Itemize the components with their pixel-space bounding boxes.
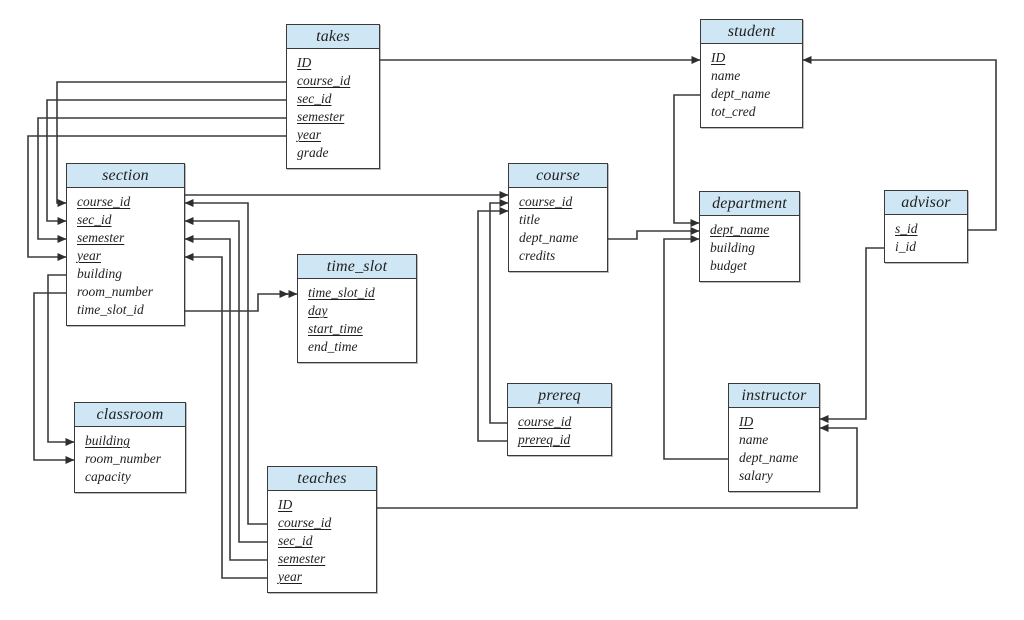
table-classroom-attributes: building room_number capacity	[75, 427, 185, 492]
attribute-student-name: name	[711, 68, 741, 83]
table-department: department dept_name building budget	[699, 191, 800, 282]
attribute-section-semester: semester	[77, 230, 125, 245]
attribute-instructor-name: name	[739, 432, 769, 447]
attribute-department-budget: budget	[710, 258, 747, 273]
attribute-section-course_id: course_id	[77, 194, 131, 209]
attribute-student-ID: ID	[711, 50, 726, 65]
table-department-attributes: dept_name building budget	[700, 216, 799, 281]
fk-connector-teaches-sec_id-to-section-sec_id	[184, 217, 267, 543]
attribute-section-year: year	[77, 248, 101, 263]
attribute-time_slot-start_time: start_time	[308, 321, 363, 336]
table-course-title: course	[509, 164, 607, 188]
attribute-instructor-salary: salary	[739, 468, 773, 483]
table-section-attributes: course_id sec_id semester year building room_…	[67, 188, 184, 325]
attribute-takes-sec_id: sec_id	[297, 91, 332, 106]
attribute-teaches-ID: ID	[278, 497, 293, 512]
table-prereq-attributes: course_id prereq_id	[508, 408, 611, 455]
attribute-teaches-sec_id: sec_id	[278, 533, 313, 548]
attribute-teaches-course_id: course_id	[278, 515, 332, 530]
attribute-section-time_slot_id: time_slot_id	[77, 302, 144, 317]
attribute-takes-semester: semester	[297, 109, 345, 124]
fk-connector-teaches-semester-to-section-semester	[184, 235, 267, 561]
table-student-title: student	[701, 20, 802, 44]
table-department-title: department	[700, 192, 799, 216]
attribute-time_slot-end_time: end_time	[308, 339, 358, 354]
attribute-takes-year: year	[297, 127, 321, 142]
fk-connector-student-dept_name-to-department-dept_name	[673, 94, 700, 227]
fk-connector-prereq-prereq_id-to-course-course_id	[477, 207, 509, 442]
attribute-takes-grade: grade	[297, 145, 329, 160]
table-teaches-title: teaches	[268, 467, 376, 491]
attribute-teaches-semester: semester	[278, 551, 326, 566]
table-student-attributes: ID name dept_name tot_cred	[701, 44, 802, 127]
attribute-section-room_number: room_number	[77, 284, 153, 299]
attribute-department-dept_name: dept_name	[710, 222, 770, 237]
attribute-department-building: building	[710, 240, 756, 255]
attribute-instructor-dept_name: dept_name	[739, 450, 799, 465]
attribute-prereq-prereq_id: prereq_id	[518, 432, 571, 447]
attribute-time_slot-day: day	[308, 303, 328, 318]
table-time_slot-title: time_slot	[298, 255, 416, 279]
attribute-classroom-building: building	[85, 433, 131, 448]
attribute-time_slot-time_slot_id: time_slot_id	[308, 285, 375, 300]
table-advisor: advisor s_id i_id	[884, 190, 968, 263]
attribute-course-credits: credits	[519, 248, 556, 263]
attribute-course-course_id: course_id	[519, 194, 573, 209]
attribute-section-sec_id: sec_id	[77, 212, 112, 227]
fk-connector-prereq-course_id-to-course-course_id	[489, 199, 509, 424]
fk-connector-course-dept_name-to-department-dept_name	[608, 227, 700, 240]
table-classroom-title: classroom	[75, 403, 185, 427]
attribute-classroom-capacity: capacity	[85, 469, 131, 484]
fk-connector-teaches-year-to-section-year	[184, 253, 267, 579]
table-advisor-attributes: s_id i_id	[885, 215, 967, 262]
table-instructor-title: instructor	[729, 384, 819, 408]
attribute-classroom-room_number: room_number	[85, 451, 161, 466]
attribute-student-tot_cred: tot_cred	[711, 104, 756, 119]
attribute-section-building: building	[77, 266, 123, 281]
attribute-advisor-s_id: s_id	[895, 221, 918, 236]
fk-connector-teaches-course_id-to-section-course_id	[184, 199, 267, 525]
attribute-course-dept_name: dept_name	[519, 230, 579, 245]
table-classroom: classroom building room_number capacity	[74, 402, 186, 493]
fk-connector-section-time_slot_id-to-time_slot-time_slot_id	[185, 290, 298, 312]
attribute-student-dept_name: dept_name	[711, 86, 771, 101]
attribute-teaches-year: year	[278, 569, 302, 584]
attribute-takes-course_id: course_id	[297, 73, 351, 88]
table-teaches-attributes: ID course_id sec_id semester year	[268, 491, 376, 592]
table-takes-attributes: ID course_id sec_id semester year grade	[287, 49, 379, 168]
attribute-instructor-ID: ID	[739, 414, 754, 429]
attribute-prereq-course_id: course_id	[518, 414, 572, 429]
table-section: section course_id sec_id semester year buildi…	[66, 163, 185, 326]
attribute-course-title: title	[519, 212, 540, 227]
table-prereq-title: prereq	[508, 384, 611, 408]
attribute-advisor-i_id: i_id	[895, 239, 917, 254]
attribute-takes-ID: ID	[297, 55, 312, 70]
fk-connector-advisor-i_id-to-instructor-ID	[819, 247, 884, 423]
table-section-title: section	[67, 164, 184, 188]
table-prereq: prereq course_id prereq_id	[507, 383, 612, 456]
table-advisor-title: advisor	[885, 191, 967, 215]
table-takes-title: takes	[287, 25, 379, 49]
